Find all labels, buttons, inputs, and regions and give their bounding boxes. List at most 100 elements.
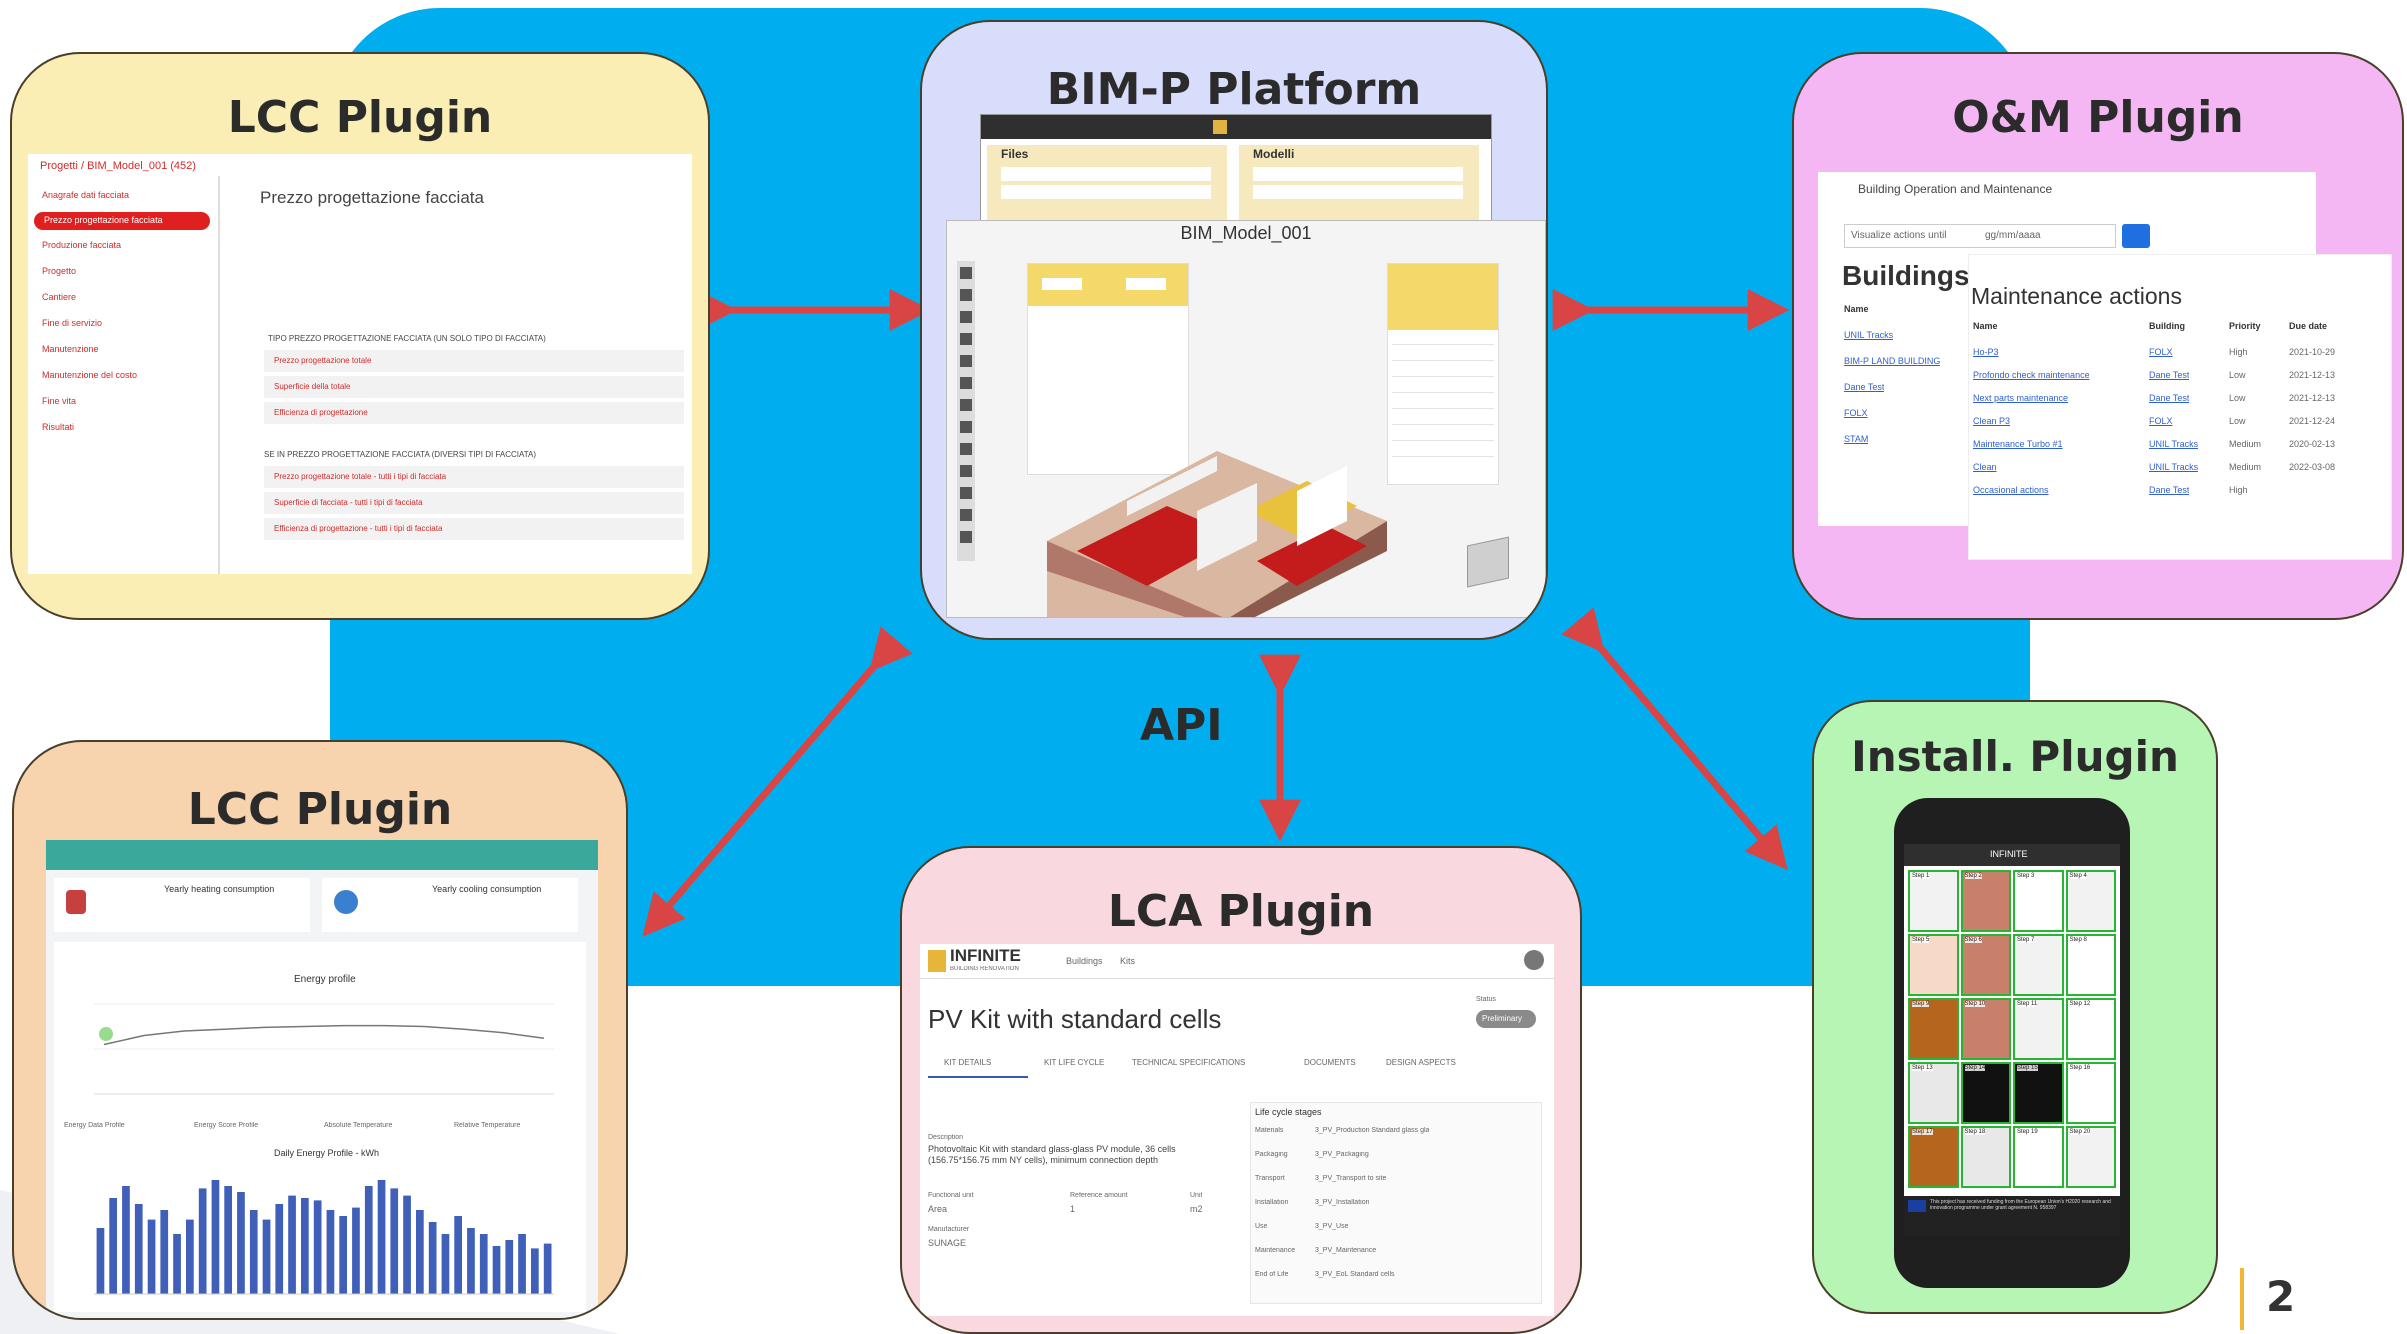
om-actions-col: Building [2149,321,2185,331]
om-action-name[interactable]: Next parts maintenance [1973,393,2069,403]
toggle-label[interactable]: Relative Temperature [454,1122,521,1129]
lca-tab[interactable]: KIT DETAILS [944,1058,992,1067]
lca-producer[interactable]: SUNAGE [928,1238,967,1248]
lca-description[interactable]: Photovoltaic Kit with standard glass-gla… [928,1144,1176,1165]
lca-unit2-value[interactable]: m2 [1190,1204,1203,1214]
install-step-card[interactable]: Step 3 [2013,870,2064,932]
om-action-name[interactable]: Occasional actions [1973,485,2049,495]
lcc-sidebar-item[interactable]: Fine vita [42,396,77,406]
install-step-card[interactable]: Step 20 [2065,1126,2116,1188]
lca-stage-value[interactable]: 3_PV_Use [1315,1223,1349,1230]
om-action-building[interactable]: FOLX [2149,416,2173,426]
om-action-name[interactable]: Profondo check maintenance [1973,370,2090,380]
toggle-label[interactable]: Absolute Temperature [324,1122,393,1129]
om-actions-col: Priority [2229,321,2261,331]
lca-stage-value[interactable]: 3_PV_Packaging [1315,1151,1369,1158]
lcc-sidebar-item[interactable]: Cantiere [42,292,77,302]
om-action-name[interactable]: Clean [1973,462,1997,472]
lcc-row[interactable]: Prezzo progettazione totale - tutti i ti… [264,466,684,488]
cooling-card: Yearly cooling consumption [322,878,578,932]
lcc-sidebar-item[interactable]: Fine di servizio [42,318,103,328]
lca-nav-item[interactable]: Kits [1120,956,1136,966]
install-step-card[interactable]: Step 7 [2013,934,2064,996]
om-action-building[interactable]: Dane Test [2149,370,2190,380]
lcc-sidebar-item[interactable]: Produzione facciata [42,240,122,250]
om-building-link[interactable]: FOLX [1844,408,1868,418]
viewer-toolbar[interactable] [957,261,975,561]
lcc-row[interactable]: Efficienza di progettazione [264,402,684,424]
lcc-sidebar-item[interactable]: Manutenzione [42,344,99,354]
lca-tab[interactable]: DESIGN ASPECTS [1386,1058,1456,1067]
toggle-label[interactable]: Energy Score Profile [194,1122,259,1129]
install-step-card[interactable]: Step 18 [1960,1126,2011,1188]
lca-stage-value[interactable]: 3_PV_EoL Standard cells [1315,1271,1395,1278]
user-avatar-icon[interactable] [1524,950,1544,970]
om-action-building[interactable]: Dane Test [2149,393,2190,403]
toggle-label[interactable]: Energy Data Profile [64,1122,125,1129]
building-3d-model[interactable] [1007,391,1447,618]
lca-status-chip[interactable]: Preliminary [1476,1010,1536,1028]
install-step-label: Step 5 [1912,937,1930,943]
om-building-link[interactable]: BIM-P LAND BUILDING [1844,356,1941,366]
install-step-card[interactable]: Step 9 [1908,998,1959,1060]
install-step-card[interactable]: Step 12 [2065,998,2116,1060]
install-step-card[interactable]: Step 2 [1960,870,2011,932]
lcc-row[interactable]: Superficie della totale [264,376,684,398]
om-action-building[interactable]: Dane Test [2149,485,2190,495]
install-step-card[interactable]: Step 16 [2065,1062,2116,1124]
lca-ref-value[interactable]: 1 [1070,1204,1076,1214]
lca-tab[interactable]: KIT LIFE CYCLE [1044,1058,1105,1067]
install-step-card[interactable]: Step 17 [1908,1126,1959,1188]
lca-stage-value[interactable]: 3_PV_Maintenance [1315,1247,1377,1254]
lca-stage-value[interactable]: 3_PV_Installation [1315,1199,1370,1206]
om-actions-col: Name [1973,321,1998,331]
om-action-building[interactable]: UNIL Tracks [2149,439,2199,449]
lcc-sidebar-item[interactable]: Anagrafe dati facciata [42,190,130,200]
lcc-sidebar-item[interactable]: Risultati [42,422,75,432]
install-step-card[interactable]: Step 15 [2013,1062,2064,1124]
lca-unit-value[interactable]: Area [928,1204,948,1214]
lcc-top-breadcrumb[interactable]: Progetti / BIM_Model_001 (452) [40,160,196,172]
lca-stage-value[interactable]: 3_PV_Transport to site [1315,1175,1387,1182]
visualize-actions-field[interactable]: Visualize actions until gg/mm/aaaa [1844,224,2116,248]
install-step-card[interactable]: Step 4 [2065,870,2116,932]
model-tree-panel[interactable] [1027,263,1189,475]
lca-nav-item[interactable]: Buildings [1066,956,1103,966]
om-building-link[interactable]: STAM [1844,434,1869,444]
daily-energy-bar [467,1228,475,1294]
install-step-label: Step 6 [1964,937,1982,943]
install-step-card[interactable]: Step 8 [2065,934,2116,996]
lcc-row[interactable]: Superficie di facciata - tutti i tipi di… [264,492,684,514]
om-action-name[interactable]: Maintenance Turbo #1 [1973,439,2063,449]
om-action-name[interactable]: Ho-P3 [1973,347,1999,357]
lca-stage-value[interactable]: 3_PV_Production Standard glass gla [1315,1127,1430,1134]
lcc-sidebar-item-active[interactable]: Prezzo progettazione facciata [34,212,210,230]
properties-panel[interactable] [1387,263,1499,485]
daily-energy-bar [301,1198,309,1294]
install-step-card[interactable]: Step 6 [1960,934,2011,996]
install-step-card[interactable]: Step 14 [1960,1062,2011,1124]
search-button[interactable] [2122,224,2150,248]
install-step-card[interactable]: Step 10 [1960,998,2011,1060]
lcc-row[interactable]: Prezzo progettazione totale [264,350,684,372]
install-step-card[interactable]: Step 19 [2013,1126,2064,1188]
install-step-card[interactable]: Step 11 [2013,998,2064,1060]
lcc-sidebar-item[interactable]: Manutenzione del costo [42,370,138,380]
om-building-link[interactable]: Dane Test [1844,382,1885,392]
lca-tab[interactable]: TECHNICAL SPECIFICATIONS [1132,1058,1246,1067]
om-action-name[interactable]: Clean P3 [1973,416,2011,426]
install-step-card[interactable]: Step 1 [1908,870,1959,932]
om-action-building[interactable]: FOLX [2149,347,2173,357]
install-step-card[interactable]: Step 13 [1908,1062,1959,1124]
om-action-building[interactable]: UNIL Tracks [2149,462,2199,472]
lca-tab[interactable]: DOCUMENTS [1304,1058,1356,1067]
lcc-row[interactable]: Efficienza di progettazione - tutti i ti… [264,518,684,540]
daily-energy-bar [377,1180,386,1294]
om-building-link[interactable]: UNIL Tracks [1844,330,1894,340]
lcc-sidebar-item[interactable]: Progetto [42,266,77,276]
daily-energy-bar [403,1195,411,1294]
view-cube[interactable] [1467,536,1509,588]
install-step-card[interactable]: Step 5 [1908,934,1959,996]
